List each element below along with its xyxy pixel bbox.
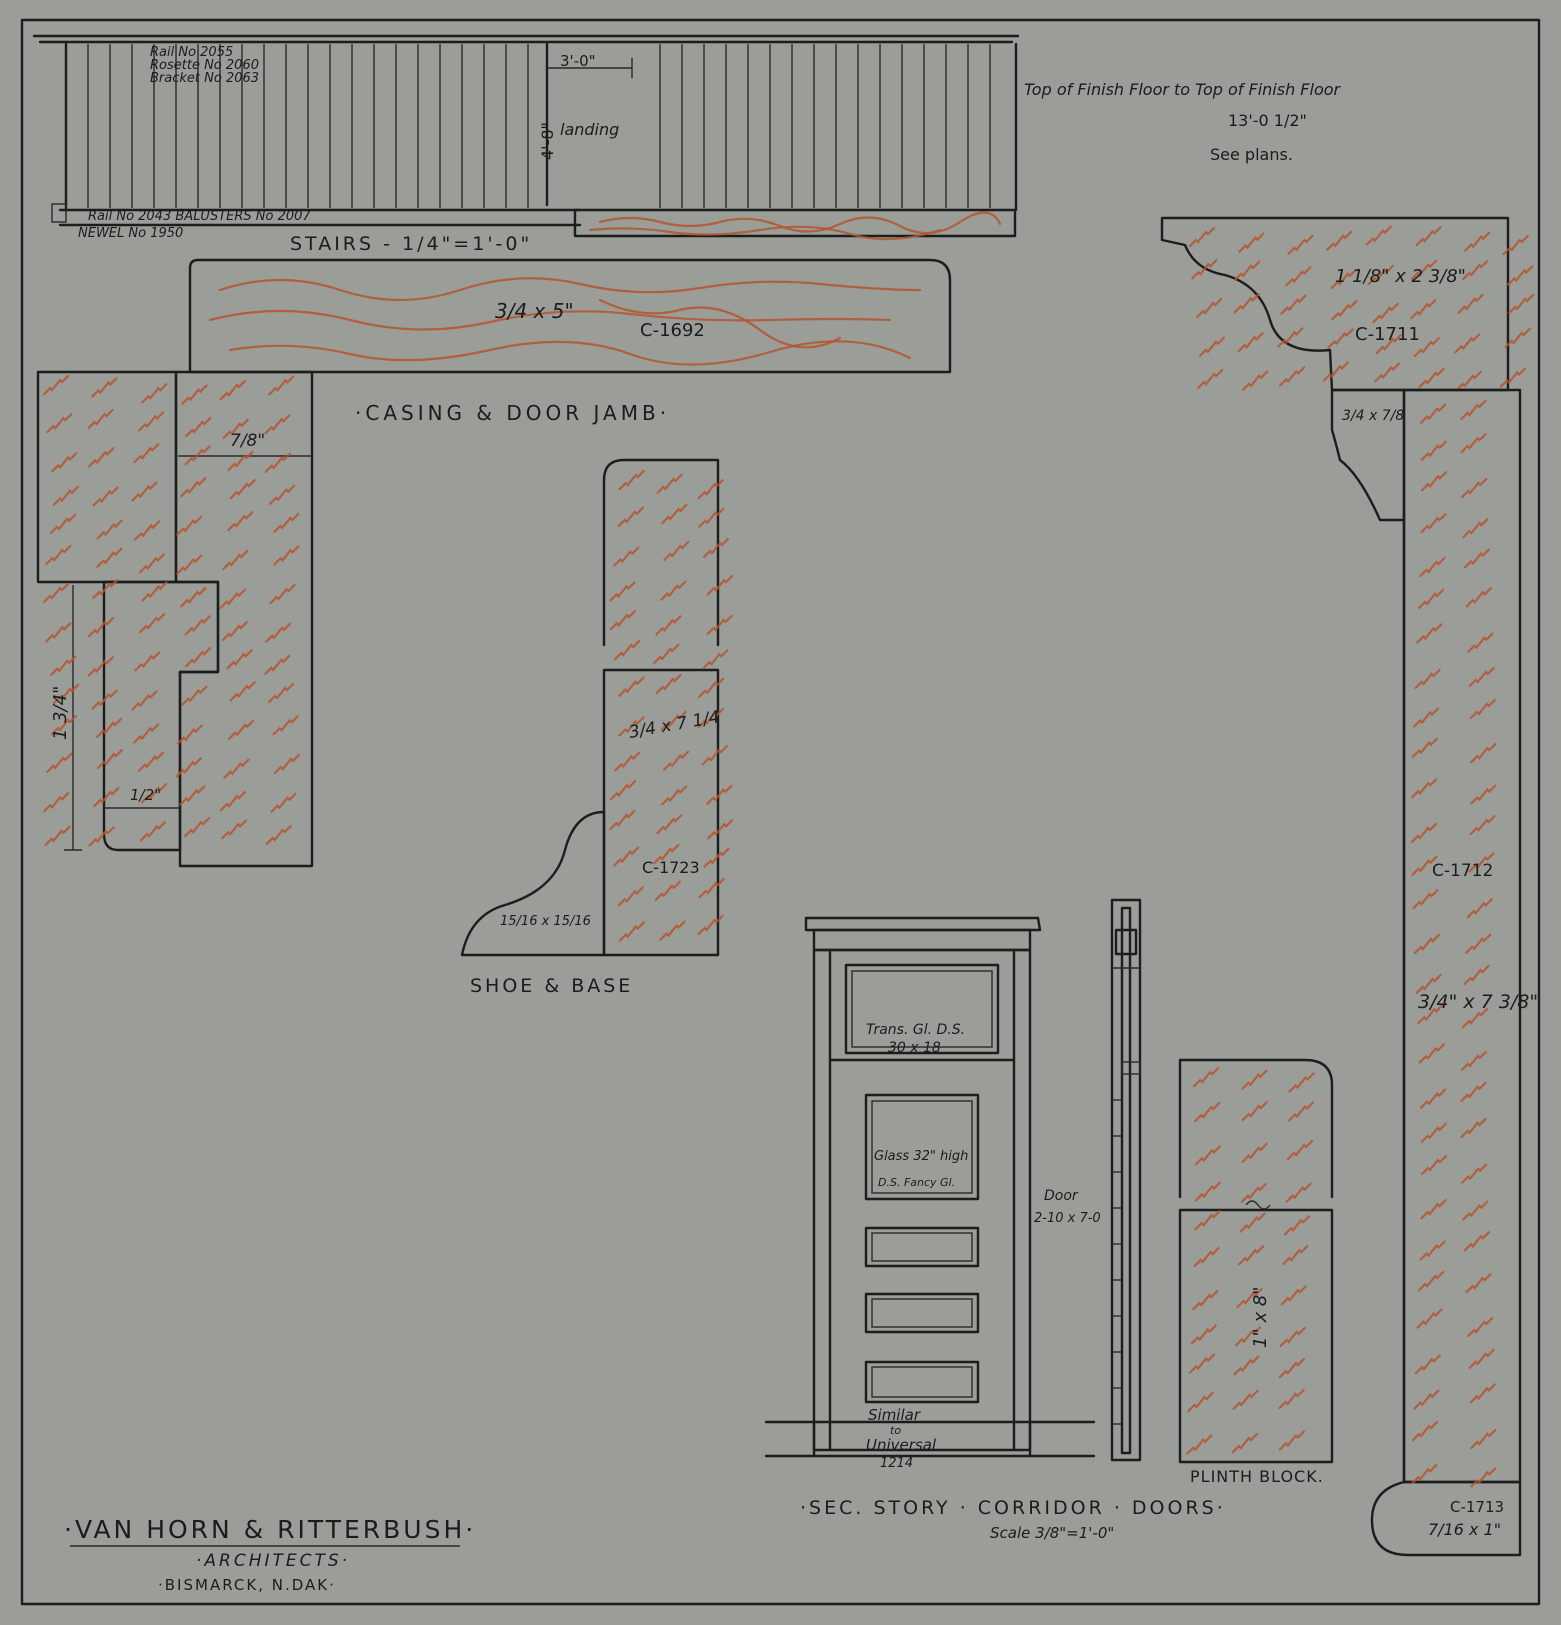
bottom-code-label: C-1713 [1450, 1498, 1504, 1516]
bottom-size-label: 7/16 x 1" [1428, 1520, 1501, 1539]
right-casing-code: C-1712 [1432, 861, 1493, 881]
sheet-border [20, 18, 1541, 1606]
architect-city: ·BISMARCK, N.DAK· [158, 1576, 336, 1594]
right-casing-profile [1370, 388, 1522, 1557]
similar-label-4: 1214 [880, 1456, 913, 1471]
casing-code-label: C-1692 [640, 320, 705, 341]
floor-note-line1: Top of Finish Floor to Top of Finish Flo… [1024, 80, 1342, 99]
cornice-profile [1160, 216, 1535, 522]
base-profile [460, 458, 734, 957]
cornice-size-label: 1 1/8" x 2 3/8" [1335, 266, 1466, 287]
floor-note-line2: 13'-0 1/2" [1228, 111, 1307, 130]
base-code-label: C-1723 [642, 858, 700, 877]
casing-title: ·CASING & DOOR JAMB· [355, 401, 670, 425]
rail-no-label: Rail No 2055 [150, 45, 233, 60]
plinth-label: PLINTH BLOCK. [1190, 1467, 1324, 1486]
bottom-rail-label: Rail No 2043 BALUSTERS No 2007 [88, 209, 311, 224]
cornice-small-size-label: 3/4 x 7/8 [1342, 408, 1404, 424]
jamb-dim-label: 7/8" [230, 431, 265, 451]
similar-label-2: to [890, 1424, 901, 1437]
bracket-no-label: Bracket No 2063 [150, 71, 259, 86]
newel-post [51, 203, 67, 223]
plinth-size-label: 1" x 8" [1250, 1286, 1271, 1348]
floor-note-line3: See plans. [1210, 145, 1293, 164]
similar-label-3: Universal [866, 1436, 937, 1454]
transom-label: Trans. Gl. D.S. [866, 1022, 965, 1038]
right-casing-size: 3/4" x 7 3/8" [1418, 991, 1538, 1013]
jamb-height-label: 1 3/4" [50, 686, 71, 740]
base-title: SHOE & BASE [470, 975, 633, 997]
stairs-title: STAIRS - 1/4"=1'-0" [290, 233, 532, 255]
landing-label: landing [560, 120, 619, 139]
glass-label-2: D.S. Fancy Gl. [878, 1176, 955, 1189]
door-title: ·SEC. STORY · CORRIDOR · DOORS· [800, 1497, 1226, 1519]
base-size-label: 3/4 x 7 1/4 [627, 707, 721, 743]
door-scale: Scale 3/8"=1'-0" [990, 1524, 1114, 1542]
jamb-small-dim-label: 1/2" [130, 786, 161, 804]
rosette-no-label: Rosette No 2060 [150, 58, 259, 73]
plinth-block [1178, 1058, 1334, 1464]
door-elevation [764, 916, 1096, 1458]
door-jamb-profile [36, 370, 314, 868]
stair-landing-beam [573, 208, 1017, 238]
architect-firm: ·VAN HORN & RITTERBUSH· [64, 1515, 476, 1544]
casing-profile [188, 258, 952, 374]
architect-role: ·ARCHITECTS· [196, 1551, 350, 1571]
stair-width-dim: 3'-0" [560, 52, 596, 70]
glass-label-1: Glass 32" high [874, 1149, 968, 1164]
transom-size-label: 30 x 18 [888, 1040, 941, 1056]
stair-elevation [32, 34, 1020, 241]
casing-size-label: 3/4 x 5" [495, 299, 574, 323]
door-label: Door [1044, 1188, 1079, 1204]
similar-label-1: Similar [868, 1406, 921, 1424]
newel-label: NEWEL No 1950 [78, 226, 183, 241]
door-section [1110, 898, 1142, 1462]
shoe-size-label: 15/16 x 15/16 [500, 914, 591, 929]
door-size-label: 2-10 x 7-0 [1034, 1211, 1101, 1226]
stair-height-dim: 4'-8" [538, 122, 557, 160]
cornice-code-label: C-1711 [1355, 324, 1420, 345]
